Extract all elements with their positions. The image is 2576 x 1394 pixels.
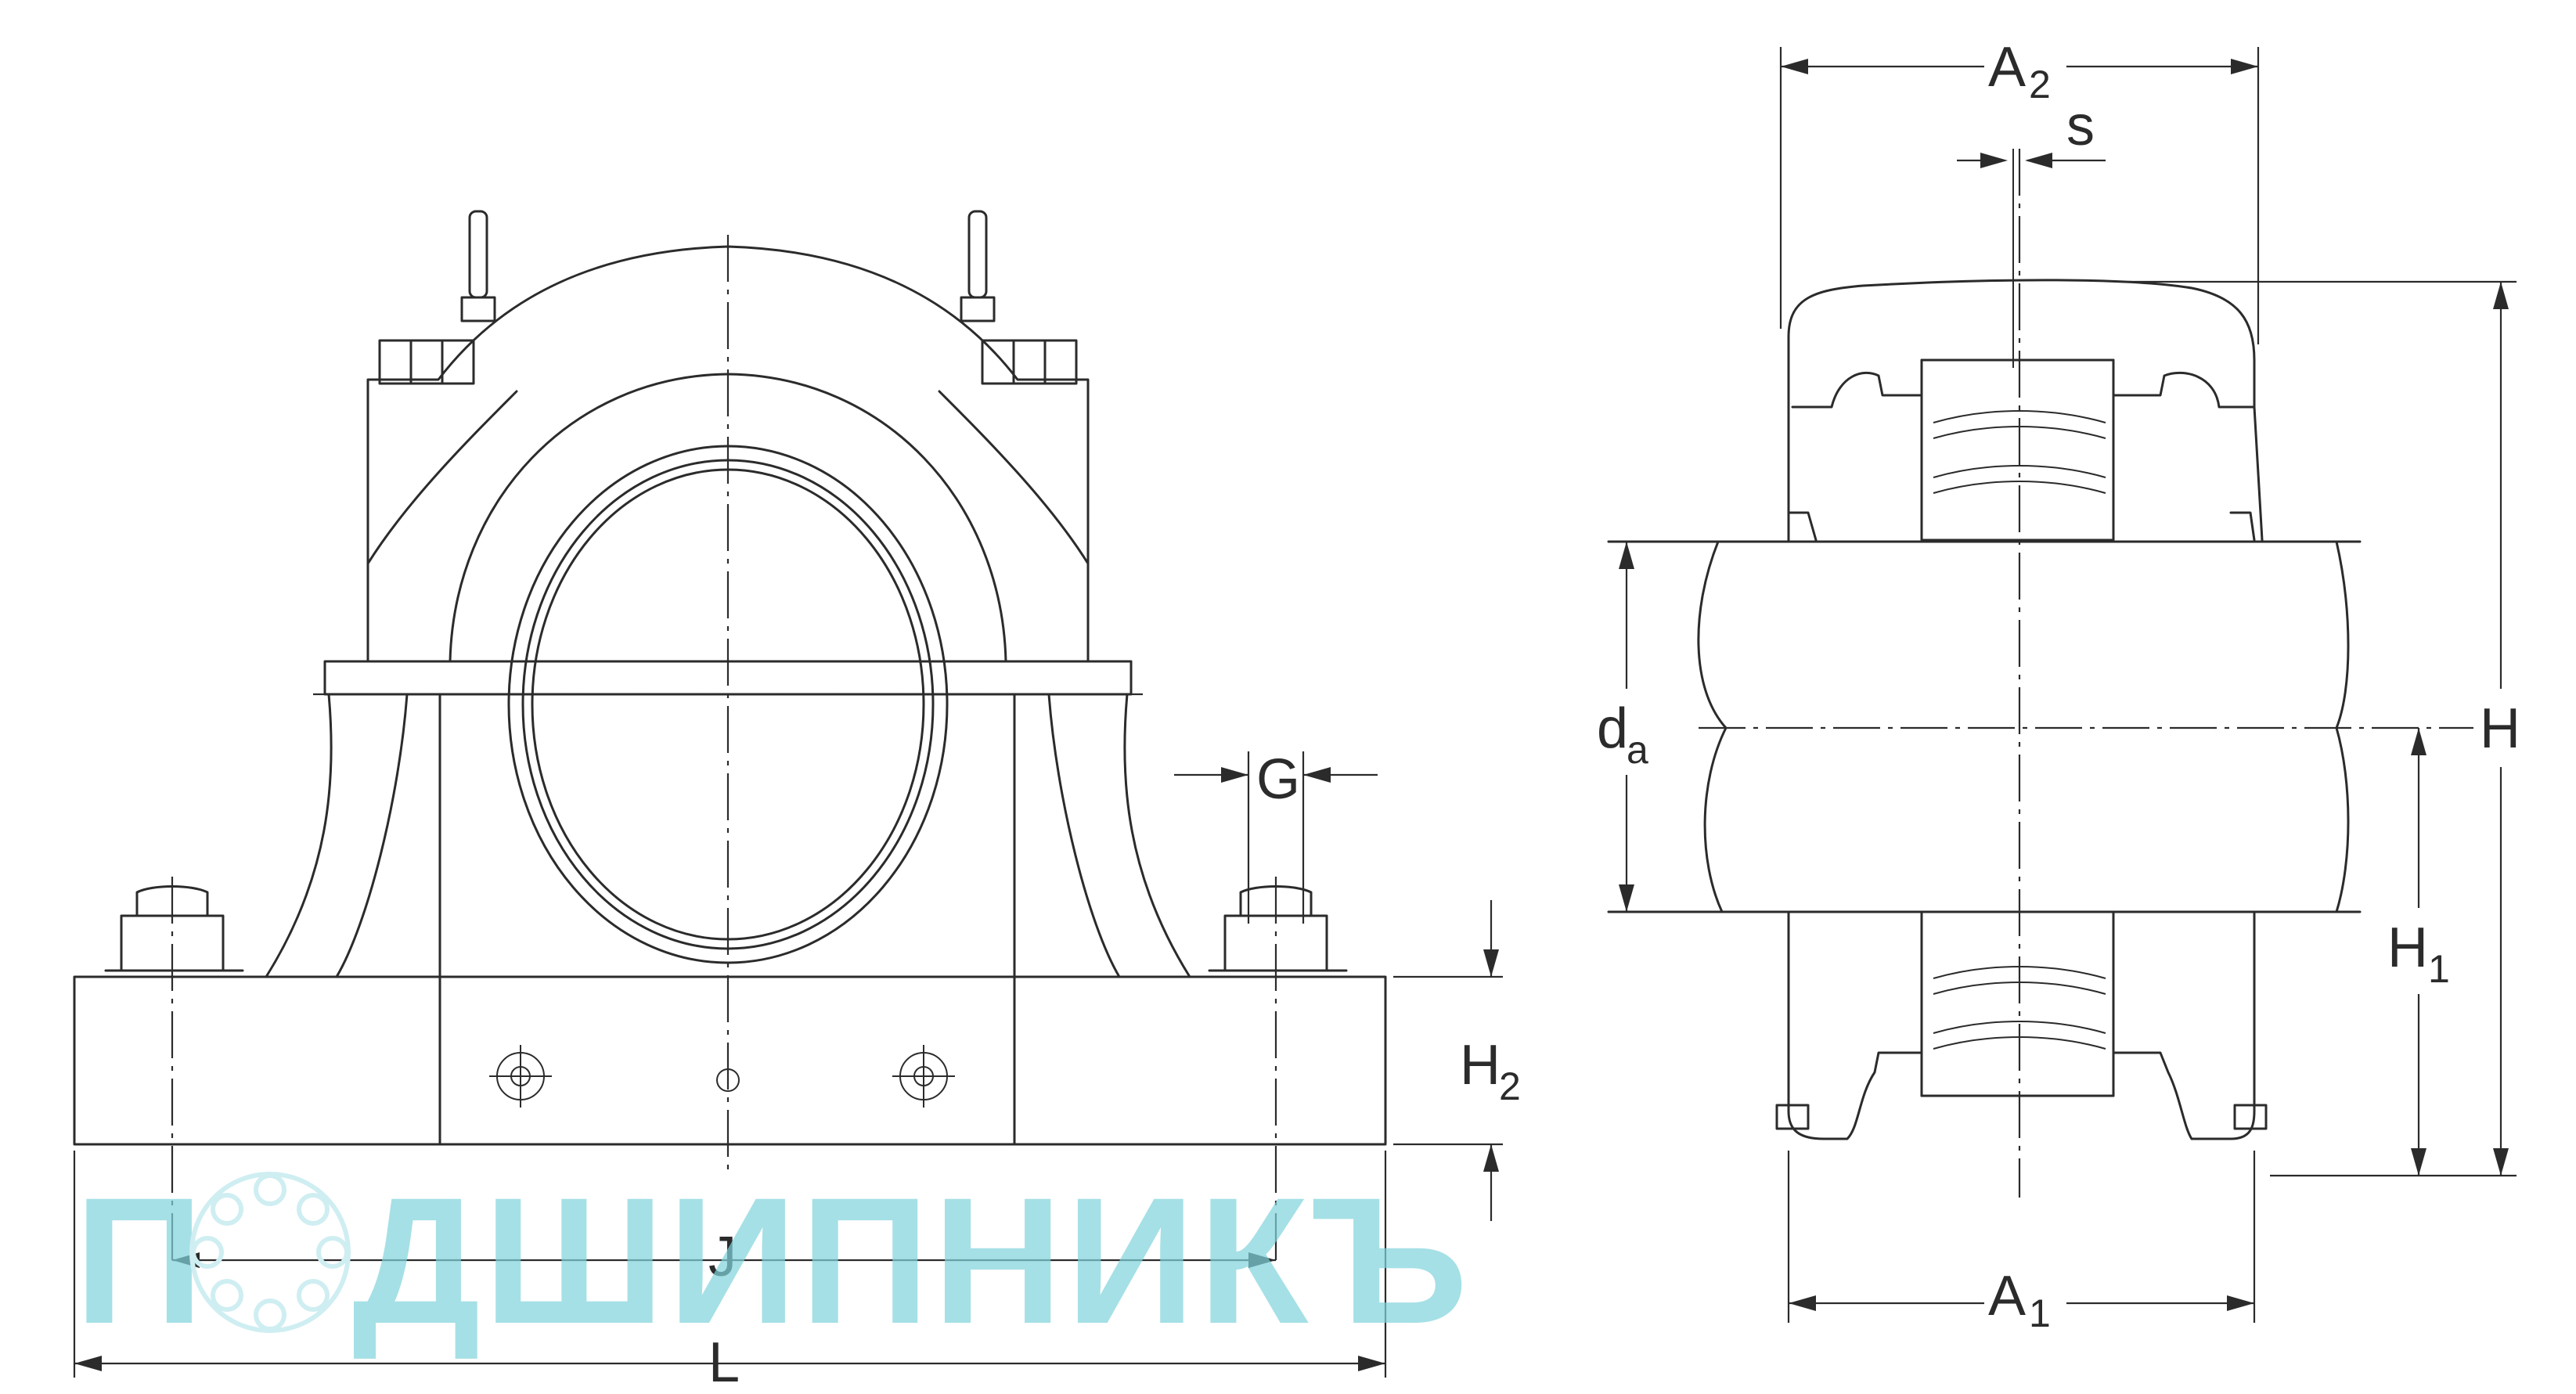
label-h1: H <box>2387 917 2428 979</box>
dimension-l: L <box>73 1151 1387 1394</box>
watermark-text-left: П <box>74 1160 207 1361</box>
grease-fitting-right <box>892 1045 955 1108</box>
upper-bearing <box>1920 358 2115 542</box>
watermark-text-right: ДШИПНИКЪ <box>352 1160 1471 1361</box>
cap-bolt-left <box>378 210 496 385</box>
watermark-bearing-logo <box>189 1172 351 1333</box>
dimension-h1: H 1 <box>2383 728 2462 1176</box>
dimension-g: G <box>1174 748 1378 924</box>
side-view: A 2 s d a H <box>1593 31 2528 1335</box>
left-leg <box>265 693 333 978</box>
label-h: H <box>2480 697 2520 760</box>
dimension-s: s <box>1957 95 2106 168</box>
label-da: d <box>1597 697 1628 760</box>
grease-fitting-left <box>489 1045 552 1108</box>
label-s: s <box>2066 95 2095 157</box>
foot-bolt-left <box>104 885 244 972</box>
watermark: П ДШИПНИКЪ <box>74 1160 1471 1361</box>
lower-bearing <box>1920 910 2115 1097</box>
foot-bolt-right <box>1208 885 1348 972</box>
svg-text:1: 1 <box>2428 947 2450 991</box>
housing-base <box>73 975 1387 1146</box>
shaft <box>1697 540 2350 913</box>
svg-text:2: 2 <box>2029 63 2051 106</box>
dimension-da: d a <box>1593 542 1663 912</box>
dimension-a1: A 1 <box>1787 1151 2256 1335</box>
front-view: G H 2 J L <box>73 210 1521 1394</box>
dimension-a2: A 2 <box>1779 31 2260 344</box>
dimension-h2: H 2 <box>1393 900 1521 1221</box>
svg-text:2: 2 <box>1499 1064 1521 1108</box>
lower-housing <box>1787 910 2256 1140</box>
cap-bolt-right <box>960 210 1078 385</box>
dimension-j: J <box>172 1226 1276 1288</box>
label-g: G <box>1256 748 1300 811</box>
svg-text:a: a <box>1627 728 1648 772</box>
label-a2: A <box>1988 36 2026 99</box>
label-h2: H <box>1460 1034 1501 1097</box>
svg-text:1: 1 <box>2029 1291 2051 1335</box>
label-a1: A <box>1988 1265 2026 1327</box>
right-leg <box>1123 693 1191 978</box>
upper-housing <box>1787 279 2264 542</box>
label-l: L <box>708 1331 740 1394</box>
dimension-h: H <box>2129 280 2528 1177</box>
label-j: J <box>708 1226 737 1288</box>
